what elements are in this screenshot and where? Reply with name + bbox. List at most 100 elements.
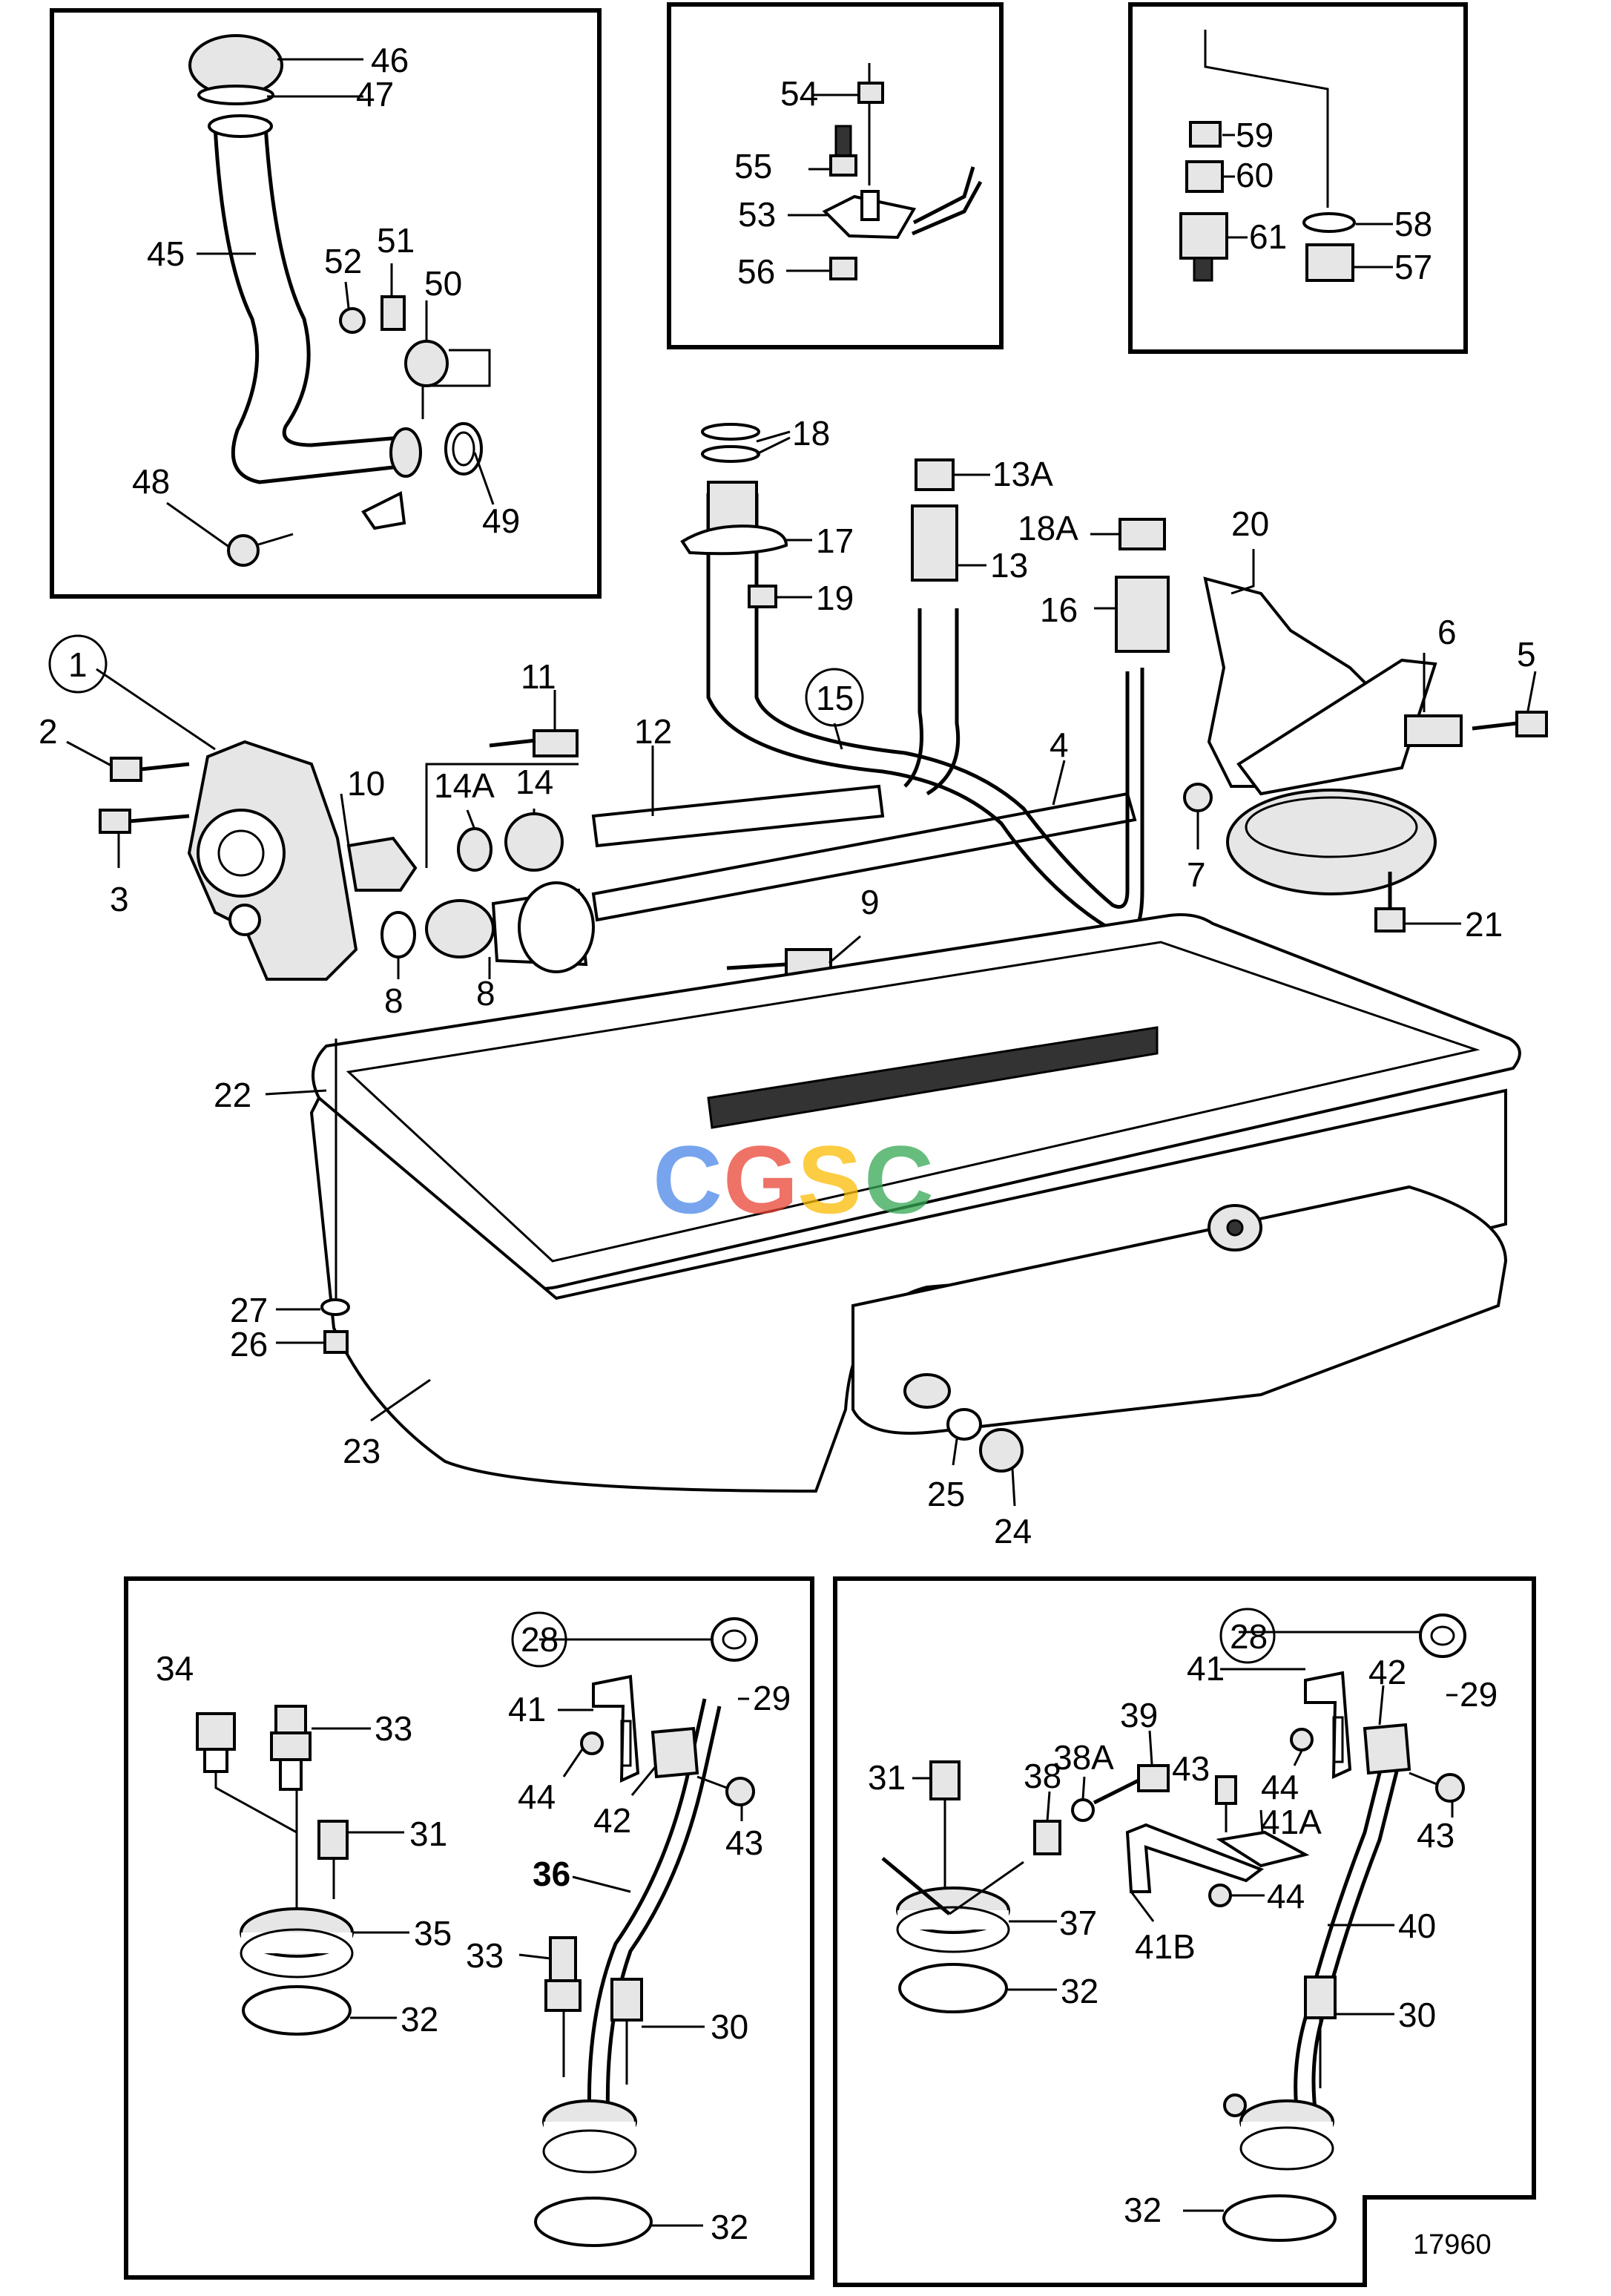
filler-seal-part	[197, 85, 274, 105]
label-58: 58	[1394, 205, 1432, 243]
nut-18a-part	[1119, 518, 1166, 550]
plate-6-part	[1404, 714, 1463, 747]
label-31: 31	[409, 1815, 447, 1853]
label-32b: 32	[711, 2208, 748, 2246]
label-44b: 44	[1267, 1877, 1305, 1915]
label-15: 15	[816, 679, 854, 717]
label-7: 7	[1187, 855, 1206, 894]
gasket-32d-part	[1222, 2194, 1337, 2242]
label-43b: 43	[1172, 1749, 1210, 1788]
o-ring-8-part	[380, 911, 416, 958]
pump-gear-part	[197, 809, 286, 898]
label-23: 23	[343, 1432, 380, 1470]
seal-ring-part	[444, 422, 483, 476]
clamp-42a-part	[650, 1726, 699, 1779]
label-41c: 41	[1187, 1649, 1225, 1688]
inset-sensors: 59 60 61 58 57	[1128, 2, 1468, 354]
label-2: 2	[39, 712, 58, 751]
dipstick-handle-part	[711, 1617, 758, 1662]
bolt-11-part	[533, 729, 579, 757]
label-51: 51	[377, 221, 415, 260]
washer-58-part	[1302, 212, 1356, 233]
label-18a: 18A	[1018, 509, 1078, 547]
flange-8-part	[518, 881, 595, 973]
label-18: 18	[792, 414, 830, 453]
watermark-letter-2: G	[723, 1125, 798, 1234]
label-46: 46	[371, 41, 409, 79]
drain-plug-24-part	[979, 1428, 1024, 1473]
label-29a: 29	[753, 1679, 791, 1717]
label-48: 48	[132, 462, 170, 501]
washer-44a-part	[580, 1731, 604, 1755]
label-14: 14	[515, 763, 553, 801]
label-38a: 38A	[1053, 1738, 1114, 1777]
seal-14a-part	[457, 827, 492, 872]
sump-baffle-part	[707, 1026, 1159, 1129]
bolt-52-part	[339, 307, 366, 334]
clip-part	[380, 295, 406, 331]
bolt-30b-part	[1304, 1976, 1337, 2019]
tube-end-part	[389, 427, 422, 478]
label-55: 55	[734, 147, 772, 185]
bolt-30a-part	[610, 1978, 643, 2022]
label-42b: 42	[1368, 1653, 1406, 1691]
nipple-14-part	[504, 812, 564, 872]
bolt-31-part	[317, 1820, 349, 1860]
main-assembly: 1 15 2 3 10 11 12 14A 14 4 8 8 9 18 17 1…	[39, 414, 1548, 1550]
label-41b: 41B	[1135, 1927, 1196, 1966]
label-32c: 32	[1061, 1972, 1098, 2010]
union-16-part	[1115, 576, 1170, 653]
label-19: 19	[816, 579, 854, 617]
label-40: 40	[1398, 1907, 1436, 1945]
nut-7-part	[1183, 783, 1213, 812]
label-54: 54	[780, 74, 818, 113]
bolt-3-part	[99, 809, 131, 834]
plug-34-part	[196, 1712, 236, 1751]
watermark: C G S C	[653, 1125, 934, 1234]
label-57: 57	[1394, 248, 1432, 286]
oil-strainer-part	[1226, 789, 1437, 895]
label-32d: 32	[1124, 2191, 1162, 2229]
gasket-32c-part	[898, 1963, 1008, 2013]
label-30a: 30	[711, 2007, 748, 2046]
bolt-31b-part	[929, 1760, 961, 1800]
bolt-5-part	[1515, 711, 1548, 737]
gasket-32b-part	[534, 2197, 653, 2247]
adapter-33-part	[270, 1731, 312, 1761]
label-41a-b: 41A	[1261, 1803, 1322, 1841]
label-5: 5	[1517, 635, 1536, 674]
label-39: 39	[1120, 1696, 1158, 1734]
label-45: 45	[147, 234, 185, 273]
plug-57-part	[1305, 243, 1354, 282]
seal-18-part	[701, 423, 760, 441]
bolt-43c-part	[1435, 1773, 1465, 1803]
label-52: 52	[324, 242, 362, 280]
label-20: 20	[1231, 504, 1269, 543]
label-33b: 33	[466, 1936, 504, 1975]
label-21: 21	[1465, 905, 1503, 944]
label-25: 25	[927, 1475, 965, 1513]
washer-25-part	[946, 1408, 982, 1441]
clamp-42b-part	[1363, 1723, 1411, 1775]
label-49: 49	[482, 501, 520, 540]
label-8a: 8	[384, 981, 403, 1020]
diagram-number: 17960	[1413, 2229, 1492, 2260]
label-31b: 31	[868, 1758, 906, 1797]
label-12: 12	[634, 712, 672, 751]
bolt-26-part	[323, 1330, 349, 1354]
watermark-letter-1: C	[653, 1125, 722, 1234]
watermark-letter-4: C	[864, 1125, 934, 1234]
bolt-39-part	[1137, 1764, 1170, 1792]
label-59: 59	[1236, 116, 1274, 154]
inset-oil-filler: 46 47 45 51 52 50 49 48	[50, 8, 602, 599]
label-36: 36	[533, 1855, 570, 1893]
label-56: 56	[737, 252, 775, 291]
bolt-43b-part	[1215, 1775, 1237, 1805]
label-53: 53	[738, 195, 776, 234]
adapter-33b-part	[549, 1936, 577, 1982]
watermark-letter-3: S	[797, 1125, 862, 1234]
label-61: 61	[1249, 217, 1287, 256]
nut-56-part	[829, 257, 857, 280]
label-8b: 8	[476, 974, 495, 1013]
pipe-12-part	[591, 784, 885, 848]
